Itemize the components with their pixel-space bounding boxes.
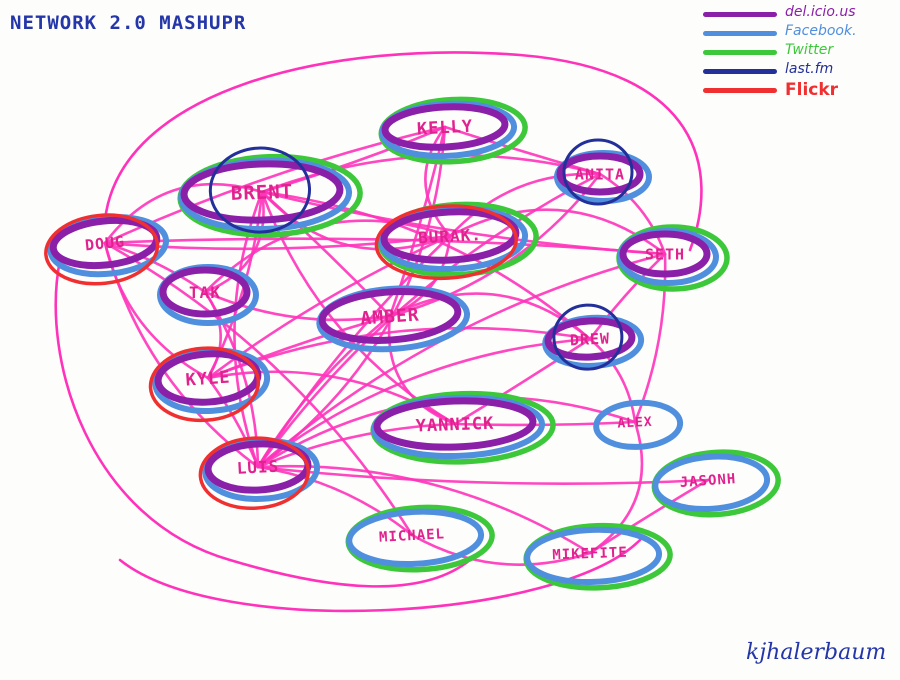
connection-line <box>256 465 414 537</box>
ring-flickr <box>44 213 160 286</box>
person-node-alex: ALEX <box>593 399 684 450</box>
node-label: AMBER <box>360 304 421 329</box>
node-label: ANITA <box>575 165 625 183</box>
node-label: JASONH <box>679 471 737 491</box>
legend-label-facebook: Facebook. <box>785 23 857 39</box>
node-label: BURAK. <box>418 225 483 247</box>
person-node-luis: LUIS <box>198 436 321 511</box>
connection-line <box>203 290 392 322</box>
person-node-michael: MICHAEL <box>345 504 495 573</box>
person-node-doug: DOUG <box>44 213 170 286</box>
node-label: KELLY <box>416 117 473 140</box>
ring-lastfm <box>208 146 312 234</box>
legend-label-lastfm: last.fm <box>785 61 834 77</box>
node-label: MICHAEL <box>379 526 446 545</box>
connection-arc <box>54 258 472 588</box>
connection-line <box>588 420 644 555</box>
person-node-jasonh: JASONH <box>651 449 781 518</box>
connection-line <box>598 172 667 256</box>
person-node-kyle: KYLE <box>148 346 271 423</box>
ring-delicious <box>318 288 462 344</box>
connection-line <box>448 172 602 238</box>
connection-line <box>588 252 667 341</box>
connection-line <box>443 125 602 176</box>
connection-line <box>260 190 667 256</box>
person-node-anita: ANITA <box>554 138 652 206</box>
connection-line <box>256 337 592 469</box>
legend-label-flickr: Flickr <box>785 80 839 100</box>
ring-delicious <box>159 266 251 318</box>
connection-line <box>588 337 637 424</box>
connection-line <box>206 370 457 426</box>
legend-entry-lastfm: last.fm <box>703 61 895 80</box>
ring-flickr <box>374 204 518 281</box>
person-node-tak: TAK <box>157 264 259 326</box>
ring-delicious <box>544 317 636 361</box>
person-node-drew: DREW <box>542 303 645 371</box>
ring-flickr <box>148 346 261 423</box>
node-label: ALEX <box>617 415 653 432</box>
ring-delicious <box>556 152 644 196</box>
legend-swatch-flickr <box>703 88 777 93</box>
legend-entry-facebook: Facebook. <box>703 23 895 42</box>
node-label: LUIS <box>236 457 279 478</box>
legend-swatch-delicious <box>703 12 777 17</box>
person-node-seth: SETH <box>616 224 730 292</box>
ring-delicious <box>180 160 344 224</box>
person-node-kelly: KELLY <box>378 96 528 165</box>
connection-line <box>453 337 592 426</box>
node-label: DREW <box>570 329 611 349</box>
ring-facebook <box>652 453 771 513</box>
ring-delicious <box>381 103 509 151</box>
node-label: YANNICK <box>415 414 494 437</box>
ring-delicious <box>619 230 711 278</box>
ring-facebook <box>346 508 485 568</box>
connection-line <box>424 125 452 238</box>
people-nodes: KELLY BRENT ANITA DOUG BURAK. SETH TAK AMBER DRE… <box>44 96 781 591</box>
diagram-title: NETWORK 2.0 MASHUPR <box>10 12 247 34</box>
connection-line <box>203 290 222 380</box>
connection-line <box>256 172 602 469</box>
connection-line <box>103 241 414 537</box>
node-label: SETH <box>645 245 685 263</box>
ring-facebook <box>593 399 684 450</box>
person-node-brent: BRENT <box>177 146 363 238</box>
legend-entry-twitter: Twitter <box>703 42 895 61</box>
legend-label-twitter: Twitter <box>785 42 834 58</box>
legend-label-delicious: del.icio.us <box>785 4 856 20</box>
node-label: DOUG <box>84 232 126 254</box>
ring-delicious <box>373 397 537 451</box>
connection-line <box>103 241 207 294</box>
connection-arc <box>118 538 642 613</box>
ring-facebook <box>524 526 663 585</box>
connection-line <box>410 533 592 566</box>
author-signature: kjhalerbaum <box>746 640 887 665</box>
connection-line <box>206 376 260 469</box>
legend: del.icio.us Facebook. Twitter last.fm Fl… <box>703 4 895 100</box>
legend-entry-flickr: Flickr <box>703 80 895 100</box>
connection-line <box>588 478 710 555</box>
legend-swatch-twitter <box>703 50 777 55</box>
ring-lastfm <box>552 303 624 371</box>
node-label: MIKEFITE <box>552 545 628 564</box>
node-label: TAK <box>189 283 221 302</box>
person-node-mikefite: MIKEFITE <box>523 522 673 591</box>
ring-lastfm <box>562 138 634 206</box>
connection-line <box>260 190 392 318</box>
person-node-amber: AMBER <box>316 285 471 353</box>
person-node-burak: BURAK. <box>374 201 539 281</box>
legend-swatch-lastfm <box>703 69 777 74</box>
legend-swatch-facebook <box>703 31 777 36</box>
connection-arc <box>103 51 703 252</box>
person-node-yannick: YANNICK <box>370 390 556 465</box>
legend-entry-delicious: del.icio.us <box>703 4 895 23</box>
ring-flickr <box>198 436 311 511</box>
connection-line <box>256 422 457 469</box>
node-label: BRENT <box>231 181 294 205</box>
node-label: KYLE <box>185 368 231 391</box>
